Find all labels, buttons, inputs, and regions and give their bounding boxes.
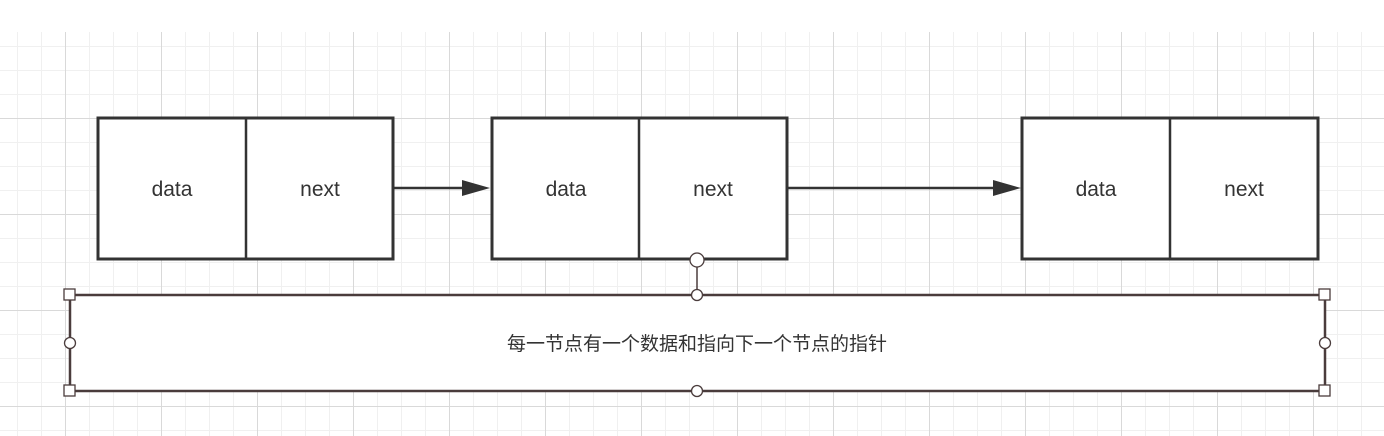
- resize-handle-bottom-right[interactable]: [1318, 384, 1331, 397]
- caption-text: 每一节点有一个数据和指向下一个节点的指针: [507, 333, 887, 355]
- resize-handle-top-left[interactable]: [63, 288, 76, 301]
- list-node-2[interactable]: data next: [490, 116, 789, 261]
- resize-handle-left[interactable]: [63, 336, 77, 350]
- arrow-node-2-to-node-3[interactable]: [787, 180, 1021, 196]
- node-3-data-label: data: [1076, 178, 1117, 201]
- resize-handle-bottom[interactable]: [690, 384, 704, 398]
- node-1-next-label: next: [300, 178, 340, 201]
- node-1-data-label: data: [152, 178, 193, 201]
- arrow-node-1-to-node-2[interactable]: [393, 180, 490, 196]
- resize-handle-bottom-left[interactable]: [63, 384, 76, 397]
- node-3-next-label: next: [1224, 178, 1264, 201]
- resize-handle-top-right[interactable]: [1318, 288, 1331, 301]
- node-2-data-label: data: [546, 178, 587, 201]
- arrow-2-head: [993, 180, 1021, 196]
- arrow-1-head: [462, 180, 490, 196]
- rotate-handle[interactable]: [689, 252, 705, 268]
- list-node-3[interactable]: data next: [1020, 116, 1320, 261]
- resize-handle-top[interactable]: [690, 288, 704, 302]
- resize-handle-right[interactable]: [1318, 336, 1332, 350]
- list-node-1[interactable]: data next: [96, 116, 395, 261]
- caption-box[interactable]: 每一节点有一个数据和指向下一个节点的指针: [63, 252, 1332, 398]
- node-2-next-label: next: [693, 178, 733, 201]
